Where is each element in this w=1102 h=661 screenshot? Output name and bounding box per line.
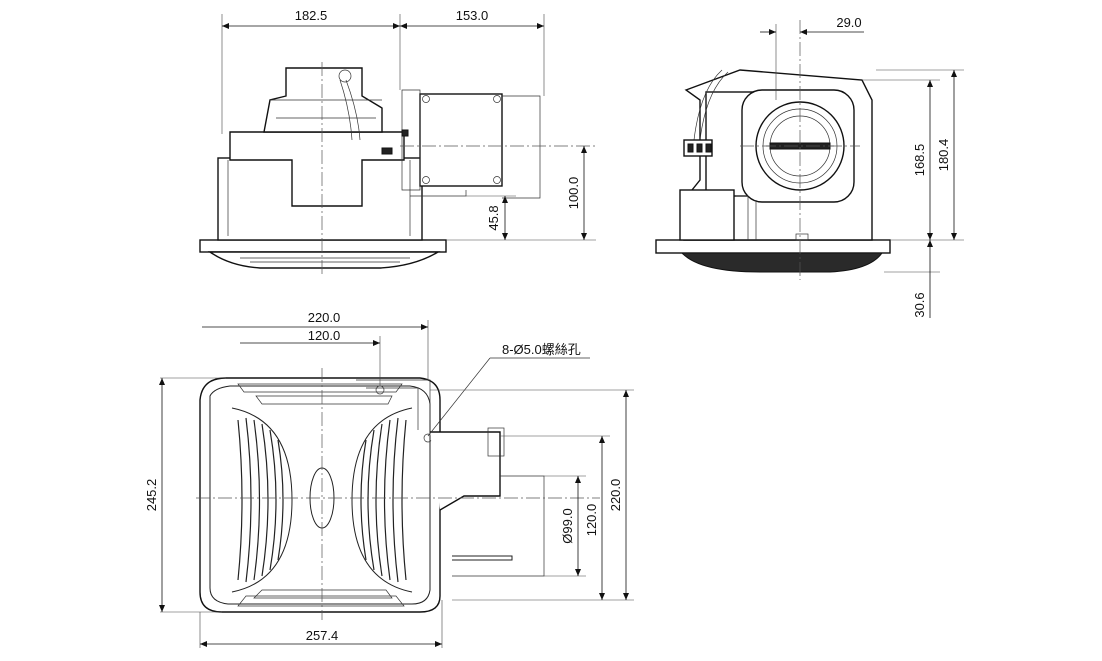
dim-168-5: 168.5 [912,144,927,177]
top-view [196,368,600,620]
dim-180-4: 180.4 [936,139,951,172]
dim-30-6: 30.6 [912,292,927,317]
dim-top-220: 220.0 [308,310,341,325]
screw-hole-note: 8-Ø5.0螺絲孔 [502,342,581,357]
dim-100: 100.0 [566,177,581,210]
front-view-dimensions: 29.0 168.5 180.4 30.6 [760,15,964,318]
dim-257-4: 257.4 [306,628,339,643]
right-grille [360,417,407,583]
dim-top-120: 120.0 [308,328,341,343]
dim-245-2: 245.2 [144,479,159,512]
dim-duct-220: 220.0 [608,479,623,512]
dim-dia-99: Ø99.0 [560,508,575,543]
dim-29: 29.0 [836,15,861,30]
left-grille [237,417,284,583]
side-view-dimensions: 182.5 153.0 100.0 45.8 [221,8,596,241]
top-view-dimensions: 220.0 120.0 8-Ø5.0螺絲孔 245.2 257.4 Ø99.0 … [144,310,634,648]
dim-153: 153.0 [456,8,489,23]
dim-182-5: 182.5 [295,8,328,23]
dim-duct-120: 120.0 [584,504,599,537]
dim-45-8: 45.8 [486,205,501,230]
front-view [655,20,891,280]
side-view [199,62,596,274]
